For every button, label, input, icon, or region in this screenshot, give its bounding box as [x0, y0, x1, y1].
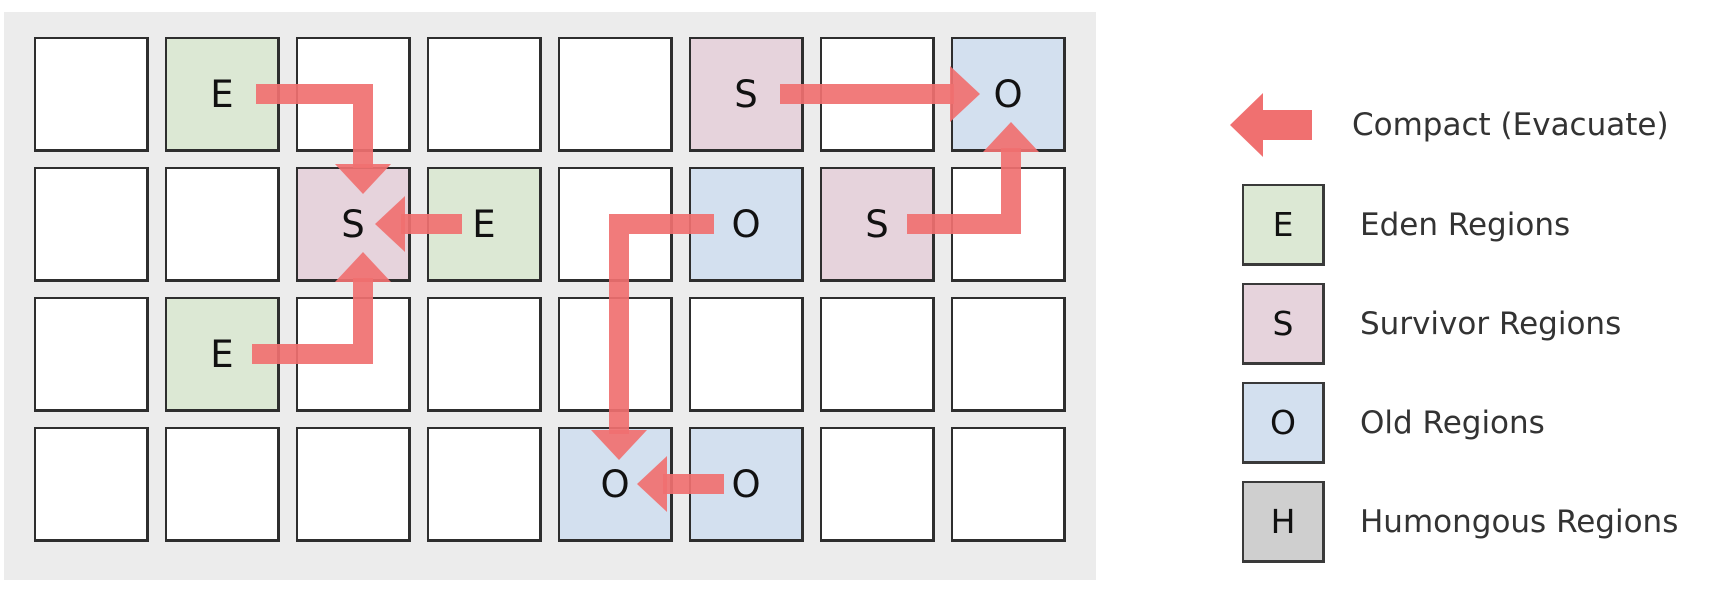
legend-item-old: O Old Regions	[1230, 382, 1700, 464]
empty-region	[820, 37, 935, 152]
eden-region: E	[165, 37, 280, 152]
empty-region	[34, 297, 149, 412]
empty-region	[296, 427, 411, 542]
empty-region	[951, 427, 1066, 542]
eden-region: E	[427, 167, 542, 282]
eden-region: E	[165, 297, 280, 412]
old-region: O	[689, 427, 804, 542]
empty-region	[165, 427, 280, 542]
legend-label-old: Old Regions	[1360, 405, 1545, 441]
empty-region	[951, 297, 1066, 412]
survivor-region: S	[296, 167, 411, 282]
survivor-region: S	[820, 167, 935, 282]
empty-region	[427, 427, 542, 542]
survivor-region: S	[689, 37, 804, 152]
legend-label-humongous: Humongous Regions	[1360, 504, 1679, 540]
empty-region	[558, 297, 673, 412]
empty-region	[951, 167, 1066, 282]
empty-region	[296, 297, 411, 412]
empty-region	[427, 37, 542, 152]
legend: Compact (Evacuate) E Eden Regions S Surv…	[1230, 70, 1700, 570]
legend-label-eden: Eden Regions	[1360, 207, 1571, 243]
empty-region	[165, 167, 280, 282]
old-region: O	[689, 167, 804, 282]
empty-region	[34, 167, 149, 282]
empty-region	[34, 427, 149, 542]
legend-item-survivor: S Survivor Regions	[1230, 283, 1700, 365]
legend-compact-label: Compact (Evacuate)	[1352, 107, 1669, 143]
empty-region	[558, 37, 673, 152]
old-region: O	[558, 427, 673, 542]
empty-region	[34, 37, 149, 152]
empty-region	[558, 167, 673, 282]
legend-swatch-old: O	[1242, 382, 1325, 464]
empty-region	[296, 37, 411, 152]
legend-item-humongous: H Humongous Regions	[1230, 481, 1700, 563]
empty-region	[820, 297, 935, 412]
empty-region	[820, 427, 935, 542]
legend-swatch-eden: E	[1242, 184, 1325, 266]
legend-item-eden: E Eden Regions	[1230, 184, 1700, 266]
legend-swatch-survivor: S	[1242, 283, 1325, 365]
left-arrow-icon	[1230, 93, 1312, 157]
legend-label-survivor: Survivor Regions	[1360, 306, 1622, 342]
old-region: O	[951, 37, 1066, 152]
legend-swatch-humongous: H	[1242, 481, 1325, 563]
empty-region	[427, 297, 542, 412]
empty-region	[689, 297, 804, 412]
